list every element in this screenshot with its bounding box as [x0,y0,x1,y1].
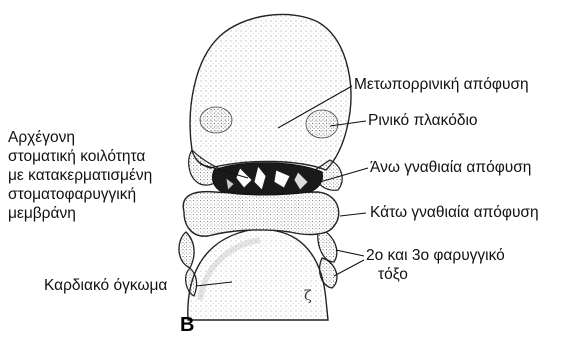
label-cardiac-bulge: Καρδιακό όγκωμα [44,276,167,295]
label-arches-line2: τόξο [366,265,505,284]
artist-signature: ζ [304,288,312,304]
label-arches-line1: 2ο και 3ο φαρυγγικό [366,246,505,265]
label-frontonasal: Μετωπορρινική απόφυση [354,75,529,94]
frontonasal-prominence [190,14,351,170]
panel-letter: B [180,314,194,337]
label-mandibular: Κάτω γναθιαία απόφυση [370,203,539,222]
label-maxillary: Άνω γναθιαία απόφυση [370,158,531,177]
label-stomodeum-line3: με κατακερματισμένη [8,166,152,185]
label-stomodeum-line1: Αρχέγονη [8,128,152,147]
label-stomodeum-line2: στοματική κοιλότητα [8,147,152,166]
label-pharyngeal-arches: 2ο και 3ο φαρυγγικό τόξο [366,246,505,284]
cardiac-bulge [188,229,328,320]
label-stomodeum-line5: μεμβράνη [8,204,152,223]
mandibular-prominence [183,192,339,237]
label-stomodeum: Αρχέγονη στοματική κοιλότητα με κατακερμ… [8,128,152,223]
label-stomodeum-line4: στοματοφαρυγγική [8,185,152,204]
label-nasal-placode: Ρινικό πλακόδιο [368,111,478,130]
stomodeum [212,163,322,195]
